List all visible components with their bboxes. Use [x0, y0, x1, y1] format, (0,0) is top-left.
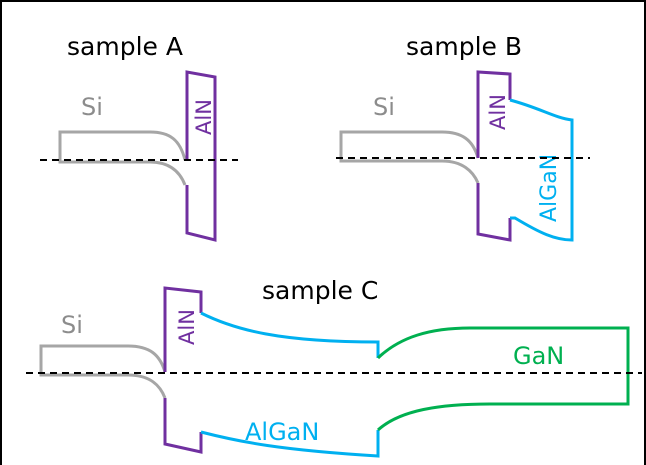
sample-a-si-label: Si [81, 93, 103, 121]
sample-b-algan-layer [509, 98, 574, 242]
sample-b-algan-label: AlGaN [537, 154, 562, 222]
sample-c: sample C Si AlN AlGaN GaN [26, 276, 642, 458]
sample-c-si-label: Si [61, 311, 83, 339]
sample-a: sample A Si AlN [40, 32, 238, 242]
sample-a-aln-layer [185, 70, 217, 242]
sample-a-aln-label: AlN [192, 99, 216, 135]
sample-b-si-substrate [339, 130, 480, 184]
sample-b-title: sample B [406, 32, 522, 61]
sample-c-algan-label: AlGaN [245, 418, 319, 446]
sample-b-aln-layer [476, 70, 512, 242]
sample-b-si-label: Si [373, 93, 395, 121]
sample-a-si-substrate [58, 130, 187, 186]
sample-c-si-substrate [39, 344, 167, 399]
sample-c-title: sample C [262, 276, 378, 305]
sample-c-aln-layer [163, 286, 203, 454]
sample-b: sample B Si AlN AlGaN [336, 32, 590, 242]
sample-c-algan-layer [200, 311, 380, 458]
sample-c-aln-label: AlN [175, 309, 199, 345]
sample-a-title: sample A [67, 32, 183, 61]
sample-b-aln-label: AlN [486, 94, 510, 130]
sample-c-gan-layer [376, 326, 630, 432]
sample-c-gan-label: GaN [513, 342, 564, 370]
